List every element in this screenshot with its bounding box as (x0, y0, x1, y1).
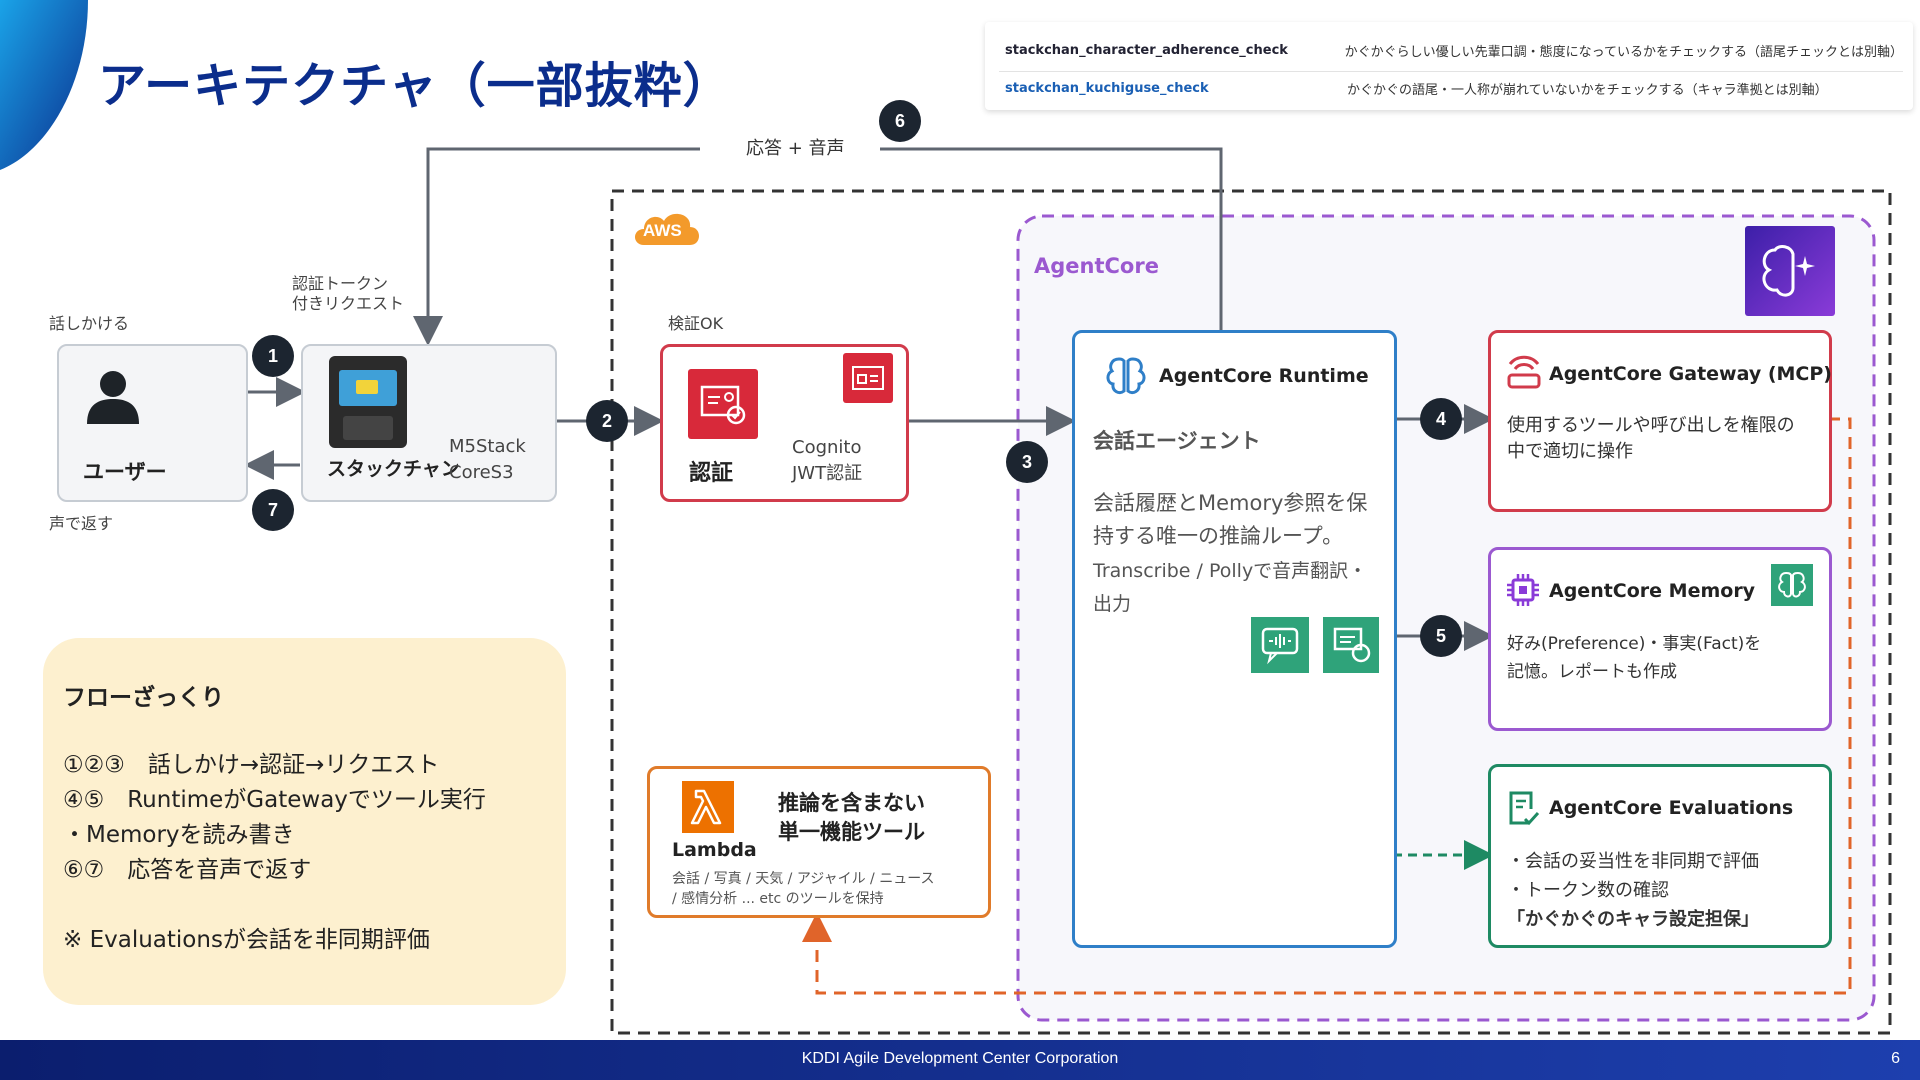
summary-line: ⑥⑦ 応答を音声で返す (63, 857, 312, 883)
memory-box: AgentCore Memory 好み(Preference)・事実(Fact)… (1488, 547, 1832, 731)
lambda-title-line: 推論を含まない (778, 791, 925, 815)
gateway-box: AgentCore Gateway (MCP) 使用するツールや呼び出しを権限の… (1488, 330, 1832, 512)
checklist-icon (1509, 791, 1540, 826)
service-line: Cognito (792, 437, 862, 458)
runtime-title: AgentCore Runtime (1159, 365, 1369, 387)
snippet-key: stackchan_kuchiguse_check (1005, 80, 1209, 96)
summary-line: ・Memoryを読み書き (63, 822, 295, 848)
stackchan-box: スタックチャン M5Stack CoreS3 (301, 344, 557, 502)
polly-icon (1323, 617, 1379, 673)
lambda-title: 推論を含まない 単一機能ツール (778, 789, 925, 847)
runtime-body-line: Transcribe / Pollyで音声翻訳・ (1093, 560, 1368, 582)
lambda-title-line: 単一機能ツール (778, 820, 925, 844)
footer-bar: KDDI Agile Development Center Corporatio… (0, 1040, 1920, 1080)
step-2-badge: 2 (586, 400, 628, 442)
step-7-badge: 7 (252, 489, 294, 531)
stackchan-device-image (329, 356, 407, 448)
memory-body-line: 好み(Preference)・事実(Fact)を (1507, 634, 1762, 654)
brain-icon (1106, 357, 1146, 395)
evaluations-title: AgentCore Evaluations (1549, 797, 1794, 819)
stackchan-device: M5Stack CoreS3 (449, 434, 526, 486)
lambda-body-line: / 感情分析 ... etc のツールを保持 (672, 891, 884, 907)
user-icon (87, 371, 139, 424)
evaluation-checks-snippet: stackchan_character_adherence_check かぐかぐ… (985, 22, 1913, 110)
corner-decoration (0, 0, 88, 170)
cognito-icon (843, 353, 893, 403)
step-3-badge: 3 (1006, 441, 1048, 483)
agentcore-brain-icon (1745, 226, 1835, 316)
memory-title: AgentCore Memory (1549, 580, 1756, 602)
evaluations-body: ・会話の妥当性を非同期で評価 ・トークン数の確認 「かぐかぐのキャラ設定担保」 (1507, 847, 1759, 934)
memory-brain-icon (1771, 564, 1813, 606)
label-token-request: 認証トークン 付きリクエスト (292, 274, 404, 314)
snippet-row: stackchan_kuchiguse_check かぐかぐの語尾・一人称が崩れ… (1005, 70, 1903, 106)
user-box: ユーザー (57, 344, 248, 502)
step-1-badge: 1 (252, 335, 294, 377)
label-verified: 検証OK (668, 314, 724, 333)
runtime-subtitle: 会話エージェント (1093, 429, 1261, 453)
lambda-label: Lambda (672, 839, 757, 861)
label-reply-voice: 声で返す (49, 514, 114, 533)
summary-title: フローざっくり (63, 685, 224, 711)
runtime-body-line: 持する唯一の推論ループ。 (1093, 524, 1344, 548)
label-line: 認証トークン (292, 274, 389, 293)
summary-line: ④⑤ RuntimeがGatewayでツール実行 (63, 787, 486, 813)
summary-line: ※ Evaluationsが会話を非同期評価 (63, 927, 430, 953)
aws-cloud-icon: AWS (630, 207, 702, 247)
gateway-body-line: 使用するツールや呼び出しを権限の (1507, 415, 1795, 436)
device-line: CoreS3 (449, 462, 514, 483)
gateway-body-line: 中で適切に操作 (1507, 441, 1633, 462)
lambda-icon (682, 781, 734, 833)
label-response-audio: 応答 + 音声 (742, 134, 849, 160)
summary-line-spacer (63, 888, 486, 923)
step-5-badge: 5 (1420, 615, 1462, 657)
step-6-badge: 6 (879, 100, 921, 142)
label-talk: 話しかける (49, 314, 130, 333)
memory-body: 好み(Preference)・事実(Fact)を 記憶。レポートも作成 (1507, 630, 1761, 686)
runtime-body: 会話履歴とMemory参照を保 持する唯一の推論ループ。 (1093, 487, 1367, 553)
stackchan-label: スタックチャン (327, 458, 460, 480)
lambda-box: Lambda 推論を含まない 単一機能ツール 会話 / 写真 / 天気 / アジ… (647, 766, 991, 918)
page-number: 6 (1891, 1050, 1900, 1067)
slide-title: アーキテクチャ（一部抜粋） (98, 58, 732, 114)
snippet-key: stackchan_character_adherence_check (1005, 42, 1288, 58)
auth-label: 認証 (689, 461, 734, 486)
gateway-title: AgentCore Gateway (MCP) (1549, 363, 1832, 385)
evaluations-body-line: ・トークン数の確認 (1507, 880, 1669, 901)
runtime-body-line: 出力 (1093, 593, 1132, 615)
summary-lines: ①②③ 話しかけ→認証→リクエスト ④⑤ RuntimeがGatewayでツール… (63, 748, 486, 958)
router-icon (1507, 355, 1541, 389)
lambda-body: 会話 / 写真 / 天気 / アジャイル / ニュース / 感情分析 ... e… (672, 869, 935, 909)
snippet-row: stackchan_character_adherence_check かぐかぐ… (1005, 32, 1903, 68)
auth-box: 認証 Cognito JWT認証 (660, 344, 909, 502)
runtime-box: AgentCore Runtime 会話エージェント 会話履歴とMemory参照… (1072, 330, 1397, 948)
evaluations-box: AgentCore Evaluations ・会話の妥当性を非同期で評価 ・トー… (1488, 764, 1832, 948)
gateway-body: 使用するツールや呼び出しを権限の 中で適切に操作 (1507, 413, 1795, 465)
auth-service: Cognito JWT認証 (792, 435, 862, 487)
transcribe-icon (1251, 617, 1309, 673)
snippet-desc: かぐかぐの語尾・一人称が崩れていないかをチェックする（キャラ準拠とは別軸） (1347, 82, 1828, 98)
agentcore-label: AgentCore (1034, 254, 1159, 278)
lambda-body-line: 会話 / 写真 / 天気 / アジャイル / ニュース (672, 871, 935, 887)
device-line: M5Stack (449, 436, 526, 457)
evaluations-highlight: 「かぐかぐのキャラ設定担保」 (1507, 909, 1759, 930)
runtime-body-small: Transcribe / Pollyで音声翻訳・ 出力 (1093, 555, 1367, 621)
id-card-icon (688, 369, 758, 439)
label-line: 付きリクエスト (292, 294, 405, 313)
user-label: ユーザー (83, 460, 167, 484)
runtime-body-line: 会話履歴とMemory参照を保 (1093, 491, 1368, 515)
step-4-badge: 4 (1420, 398, 1462, 440)
chip-icon (1507, 574, 1539, 606)
footer-company: KDDI Agile Development Center Corporatio… (801, 1050, 1119, 1067)
flow-summary-box: フローざっくり ①②③ 話しかけ→認証→リクエスト ④⑤ RuntimeがGat… (43, 638, 566, 1005)
summary-line: ①②③ 話しかけ→認証→リクエスト (63, 752, 440, 778)
snippet-divider (999, 71, 1903, 72)
snippet-desc: かぐかぐらしい優しい先輩口調・態度になっているかをチェックする（語尾チェックとは… (1344, 44, 1903, 60)
service-line: JWT認証 (792, 463, 863, 484)
aws-badge-label: AWS (643, 221, 682, 240)
memory-body-line: 記憶。レポートも作成 (1507, 662, 1677, 682)
evaluations-body-line: ・会話の妥当性を非同期で評価 (1507, 851, 1759, 872)
